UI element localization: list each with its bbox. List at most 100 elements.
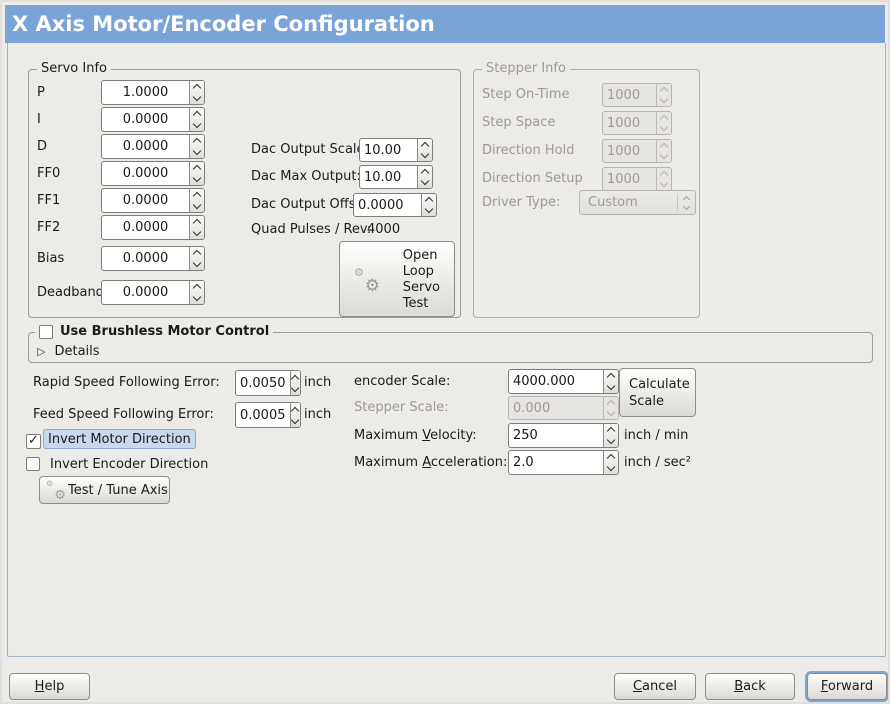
stepper-scale-spinbox: 0.000: [508, 396, 619, 420]
driver-type-combobox: Custom: [579, 190, 696, 215]
d-spinbox[interactable]: 0.0000: [101, 134, 205, 159]
encoder-scale-spinbox[interactable]: 4000.000: [508, 369, 619, 394]
cancel-button[interactable]: Cancel: [614, 673, 696, 700]
spin-down-button[interactable]: [291, 383, 301, 395]
spin-up-button[interactable]: [418, 166, 432, 178]
spin-down-button[interactable]: [190, 146, 204, 159]
feed-following-error-unit: inch: [304, 407, 332, 422]
spin-up-button[interactable]: [190, 247, 204, 259]
chevron-up-icon: [192, 84, 202, 93]
dac-output-scale-spinbox[interactable]: 10.00: [359, 138, 433, 162]
spin-up-button[interactable]: [190, 189, 204, 201]
ff2-spinbox[interactable]: 0.0000: [101, 215, 205, 240]
spin-up-button[interactable]: [190, 81, 204, 93]
gears-icon: ⚙⚙: [46, 479, 66, 503]
deadband-spinbox[interactable]: 0.0000: [101, 280, 205, 305]
chevron-down-icon: [192, 258, 202, 267]
dac-output-scale-label: Dac Output Scale:: [251, 142, 369, 157]
dac-max-output-label: Dac Max Output:: [251, 169, 361, 184]
spin-up-button[interactable]: [604, 424, 618, 436]
spin-up-button: [657, 84, 671, 96]
deadband-value[interactable]: 0.0000: [122, 285, 169, 300]
p-value[interactable]: 1.0000: [122, 85, 169, 100]
maximum-velocity-spinbox[interactable]: 250: [508, 423, 619, 448]
spin-down-button[interactable]: [190, 173, 204, 186]
bias-value[interactable]: 0.0000: [122, 251, 169, 266]
open-loop-servo-test-button[interactable]: ⚙⚙ Open Loop Servo Test: [339, 241, 455, 317]
spin-down-button[interactable]: [190, 92, 204, 105]
maximum-velocity-unit: inch / min: [624, 428, 689, 443]
spin-up-button[interactable]: [291, 371, 301, 383]
spin-up-button[interactable]: [190, 135, 204, 147]
ff0-spinbox[interactable]: 0.0000: [101, 161, 205, 186]
chevron-down-icon: [192, 200, 202, 209]
feed-following-error-spinbox[interactable]: 0.0005: [235, 402, 301, 428]
chevron-down-icon: [606, 435, 616, 444]
spin-down-button[interactable]: [422, 204, 436, 216]
rapid-following-error-value[interactable]: 0.0050: [240, 375, 286, 391]
invert-encoder-checkbox[interactable]: [26, 457, 40, 471]
rapid-following-error-spinbox[interactable]: 0.0050: [235, 370, 301, 396]
test-tune-axis-button[interactable]: ⚙⚙ Test / Tune Axis: [39, 476, 170, 504]
spin-up-button[interactable]: [604, 451, 618, 463]
p-spinbox[interactable]: 1.0000: [101, 80, 205, 105]
chevron-down-icon: [659, 94, 669, 104]
maximum-acceleration-spinbox[interactable]: 2.0: [508, 450, 619, 475]
spin-down-button[interactable]: [190, 200, 204, 213]
use-brushless-checkbox[interactable]: [39, 324, 53, 339]
ff2-value[interactable]: 0.0000: [122, 220, 169, 235]
help-button[interactable]: Help: [9, 673, 90, 700]
spin-down-button[interactable]: [190, 119, 204, 132]
chevron-down-icon: [192, 227, 202, 236]
spin-up-button[interactable]: [190, 108, 204, 120]
spin-down-button: [657, 94, 671, 106]
invert-motor-checkbox[interactable]: ✓: [26, 434, 41, 449]
stepper-scale-label: Stepper Scale:: [354, 400, 449, 415]
spin-down-button[interactable]: [190, 227, 204, 240]
spin-down-button[interactable]: [190, 292, 204, 305]
spin-down-button[interactable]: [291, 415, 301, 427]
maximum-acceleration-value[interactable]: 2.0: [513, 455, 534, 470]
invert-motor-label[interactable]: Invert Motor Direction: [43, 429, 196, 449]
spin-up-button[interactable]: [190, 162, 204, 174]
spin-up-button[interactable]: [604, 370, 618, 382]
calculate-scale-button[interactable]: Calculate Scale: [619, 368, 696, 417]
ff0-value[interactable]: 0.0000: [122, 166, 169, 181]
ff1-spinbox[interactable]: 0.0000: [101, 188, 205, 213]
spin-up-button[interactable]: [291, 403, 301, 415]
spin-down-button[interactable]: [418, 149, 432, 161]
details-expander[interactable]: ▷ Details: [37, 344, 100, 359]
feed-following-error-value[interactable]: 0.0005: [240, 407, 286, 423]
spin-down-button: [657, 150, 671, 162]
maximum-velocity-value[interactable]: 250: [513, 428, 538, 443]
step-on-time-label: Step On-Time: [482, 87, 570, 102]
spin-down-button[interactable]: [604, 435, 618, 448]
bias-spinbox[interactable]: 0.0000: [101, 246, 205, 271]
spin-up-button[interactable]: [418, 139, 432, 151]
encoder-scale-value[interactable]: 4000.000: [513, 374, 576, 389]
dac-max-output-value[interactable]: 10.00: [364, 169, 402, 185]
spin-down-button[interactable]: [604, 381, 618, 394]
spin-up-button[interactable]: [190, 281, 204, 293]
i-value[interactable]: 0.0000: [122, 112, 169, 127]
spin-up-button[interactable]: [422, 194, 436, 206]
dac-max-output-spinbox[interactable]: 10.00: [359, 165, 433, 189]
dac-output-offset-value[interactable]: 0.0000: [358, 197, 404, 213]
ff1-value[interactable]: 0.0000: [122, 193, 169, 208]
servo-info-frame: Servo Info P 1.0000 I 0.0000 D 0.0000 FF…: [28, 61, 461, 318]
spin-down-button[interactable]: [418, 176, 432, 188]
spin-down-button[interactable]: [604, 462, 618, 475]
back-button[interactable]: Back: [705, 673, 795, 700]
dac-output-scale-value[interactable]: 10.00: [364, 142, 402, 158]
ff1-label: FF1: [37, 193, 61, 208]
d-label: D: [37, 139, 48, 154]
chevron-up-icon: [192, 111, 202, 120]
i-spinbox[interactable]: 0.0000: [101, 107, 205, 132]
forward-button[interactable]: Forward: [805, 671, 888, 702]
spin-up-button[interactable]: [190, 216, 204, 228]
dac-output-offset-spinbox[interactable]: 0.0000: [353, 193, 437, 217]
step-space-value: 1000: [607, 115, 641, 131]
d-value[interactable]: 0.0000: [122, 139, 169, 154]
spin-down-button[interactable]: [190, 258, 204, 271]
